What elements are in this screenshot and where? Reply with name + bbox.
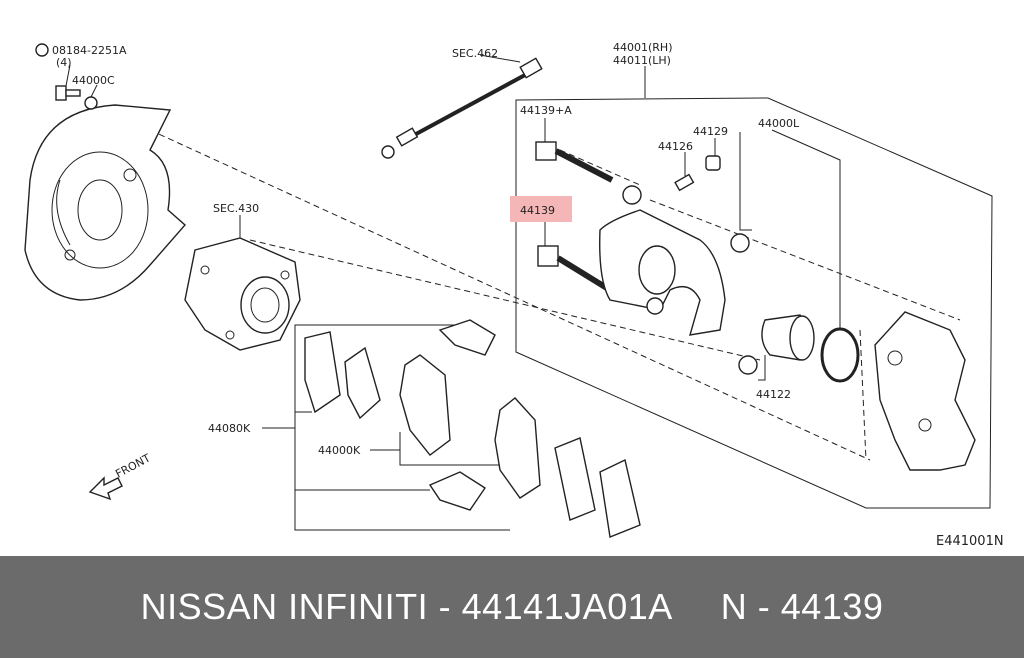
pad-shim-icon xyxy=(344,346,381,420)
highlight-box xyxy=(510,196,572,222)
caliper-bracket-icon xyxy=(874,311,976,471)
spec-symbol-icon xyxy=(35,43,49,57)
bolt-icon xyxy=(55,85,81,101)
label-pin-bolt-a: 44139+A xyxy=(520,104,572,117)
brake-hose-icon xyxy=(381,57,543,159)
brake-pad-inner-icon xyxy=(399,354,451,456)
label-caliper-rh: 44001(RH) xyxy=(613,41,673,54)
piston-seal-icon xyxy=(820,327,860,383)
parts-diagram: 08184-2251A (4) 44000C SEC.462 44001(RH)… xyxy=(24,41,1004,549)
caliper-frame xyxy=(515,97,993,509)
shim-inner-icon xyxy=(554,437,596,521)
pin-bolt-lower-icon xyxy=(537,245,612,293)
caliper-body-icon xyxy=(599,185,758,375)
pin-bolt-upper-icon xyxy=(535,141,614,183)
label-bolt-qty: (4) xyxy=(56,56,72,69)
label-piston: 44122 xyxy=(756,388,791,401)
washer-icon xyxy=(84,96,98,110)
label-bleeder: 44126 xyxy=(658,140,693,153)
pad-clip-icon xyxy=(304,331,341,414)
backing-plate-icon xyxy=(24,104,186,301)
shim-lower-icon xyxy=(428,471,486,511)
label-pin-bolt: 44139 xyxy=(520,204,555,217)
label-hub: SEC.430 xyxy=(213,202,259,215)
footer-part-number: - 44141JA01A xyxy=(438,586,673,627)
front-arrow-icon xyxy=(88,476,123,501)
label-shield: 44000C xyxy=(72,74,115,87)
label-pad-kit: 44080K xyxy=(208,422,251,435)
piston-icon xyxy=(761,314,815,361)
shim-outer-icon xyxy=(599,458,641,538)
label-boot: 44129 xyxy=(693,125,728,138)
bleeder-icon xyxy=(674,173,695,192)
footer-brand: NISSAN INFINITI xyxy=(140,586,429,627)
label-bolt-spec: 08184-2251A xyxy=(52,44,127,57)
label-front: FRONT xyxy=(113,451,153,480)
label-hose: SEC.462 xyxy=(452,47,498,60)
diagram-code: E441001N xyxy=(936,534,1004,549)
wheel-hub-icon xyxy=(184,237,301,351)
boot-icon xyxy=(705,155,721,171)
label-pads: 44000K xyxy=(318,444,361,457)
footer-ref: N - 44139 xyxy=(720,586,884,627)
label-seal-kit: 44000L xyxy=(758,117,800,130)
label-caliper-lh: 44011(LH) xyxy=(613,54,671,67)
shim-upper-icon xyxy=(438,319,496,356)
brake-pad-outer-icon xyxy=(494,397,541,499)
footer-banner: NISSAN INFINITI - 44141JA01A N - 44139 xyxy=(0,556,1024,658)
